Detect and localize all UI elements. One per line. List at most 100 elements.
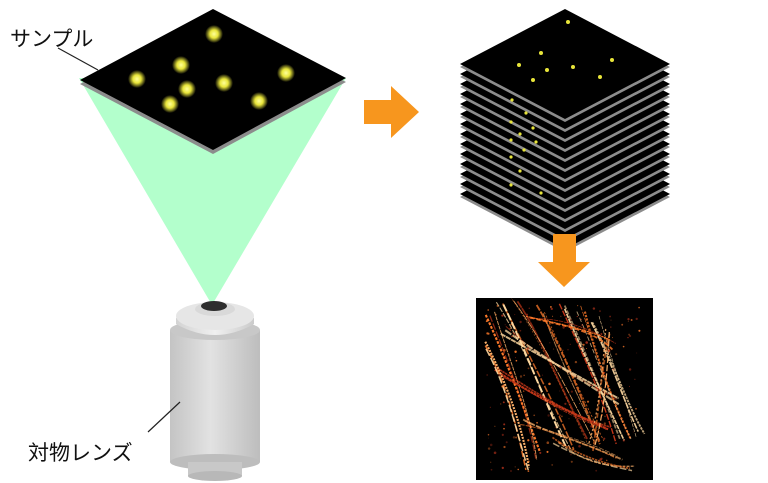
fluorophore-spot [128,70,146,88]
frame-spot [524,111,528,115]
localization-speckle [562,326,565,329]
localization-speckle [526,347,530,350]
reconstructed-image [476,298,653,480]
localization-speckle [510,470,512,472]
localization-speckle [628,368,632,371]
localization-speckle [511,335,513,338]
frame-spot [539,51,543,55]
filament [510,298,588,444]
localization-speckle [604,387,606,389]
localization-speckle [564,402,567,405]
localization-speckle [629,334,632,338]
localization-speckle [629,385,630,387]
localization-speckle [562,349,564,351]
localization-speckle [570,318,572,321]
localization-speckle [509,327,511,330]
localization-speckle [527,460,530,463]
localization-speckle [502,401,505,404]
localization-speckle [527,439,530,442]
fluorophore-spot [205,25,223,43]
localization-speckle [548,382,551,386]
localization-speckle [582,417,585,420]
localization-speckle [632,431,634,433]
frame-spot [509,138,513,142]
frame-spot [531,126,535,130]
localization-speckle [515,436,518,439]
localization-speckle [519,375,523,378]
localization-speckle [627,320,629,322]
localization-speckle [489,443,493,447]
fluorophore-spot [215,74,233,92]
localization-speckle [504,324,506,326]
localization-speckle [579,402,581,404]
localization-speckle [559,441,562,444]
localization-speckle [568,418,570,420]
filament [552,442,633,472]
fluorophore-spot [178,80,196,98]
localization-speckle [485,320,488,323]
sample-label: サンプル [10,27,94,51]
localization-speckle [503,349,506,352]
localization-speckle [487,437,489,439]
filament [484,314,541,453]
localization-speckle [582,343,585,346]
localization-speckle [501,433,504,436]
localization-speckle [514,314,516,316]
localization-speckle [561,323,564,326]
localization-speckle [554,426,557,429]
localization-speckle [609,315,611,318]
objective-leader-line [147,401,181,433]
illumination-cone [79,78,346,305]
localization-speckle [512,436,516,439]
localization-speckle [510,323,513,326]
localization-speckle [595,469,598,472]
localization-speckle [568,446,570,448]
filament [522,418,623,461]
localization-speckle [581,395,583,398]
localization-speckle [575,326,577,328]
localization-speckle [586,348,588,349]
localization-speckle [549,305,552,308]
fluorophore-spot [161,95,179,113]
frame-spot [531,78,535,82]
localization-speckle [514,350,517,353]
filament [557,441,635,467]
localization-speckle [523,374,525,376]
frame-layer [460,9,670,119]
down-arrow-icon [538,234,590,287]
localization-speckle [546,441,550,444]
sample-leader-line [57,47,99,71]
localization-speckle [527,470,530,472]
filament [563,308,625,441]
localization-speckle [525,313,529,316]
frame-spot [522,148,526,152]
right-arrow-icon [364,86,419,138]
localization-speckle [638,329,641,332]
localization-speckle [501,314,504,317]
localization-speckle [560,315,562,317]
fluorophore-spot [250,92,268,110]
localization-speckle [610,326,612,328]
localization-speckle [496,304,499,307]
localization-speckle [519,329,522,332]
localization-speckle [634,378,636,380]
localization-speckle [533,414,536,417]
localization-speckle [593,375,595,377]
localization-speckle [615,353,618,356]
localization-speckle [600,341,602,343]
filament [580,305,631,439]
filament [516,300,588,440]
localization-speckle [561,415,563,418]
frame-spot [510,98,514,102]
localization-speckle [553,348,555,350]
localization-speckle [607,349,611,352]
localization-speckle [606,337,609,341]
localization-speckle [513,332,516,335]
localization-speckle [636,352,638,354]
filament [504,329,620,406]
localization-speckle [540,391,542,394]
frame-spot [518,132,522,136]
localization-speckle [581,328,583,330]
localization-speckle [520,457,521,459]
filament [563,305,621,440]
